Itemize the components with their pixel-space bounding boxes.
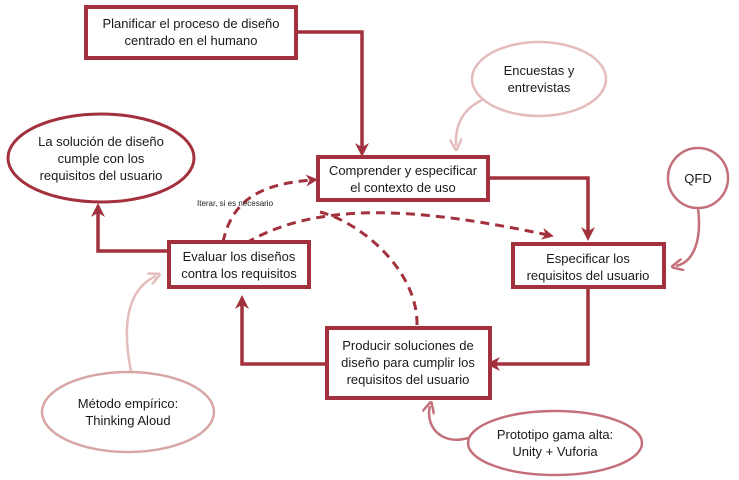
node-evaluate: Evaluar los diseños contra los requisitos	[167, 240, 311, 289]
node-produce-line: requisitos del usuario	[347, 372, 470, 387]
node-solution-line: cumple con los	[58, 151, 145, 166]
connector-produce-to-evaluate	[235, 295, 326, 366]
svg-text:Prototipo gama alta:Unity + Vu: Prototipo gama alta: Unity + Vuforia	[497, 427, 613, 459]
iterate-from-produce	[319, 210, 419, 326]
connector-prototype-to-produce	[429, 406, 469, 441]
svg-text:Planificar el proceso de diseñ: Planificar el proceso de diseño centrado …	[102, 16, 279, 48]
node-solution-line: La solución de diseño	[38, 134, 164, 149]
node-requirements-line: Especificar los	[546, 251, 630, 266]
node-context-line: el contexto de uso	[350, 180, 456, 195]
annotation-prototype-line: Prototipo gama alta:	[497, 427, 613, 442]
annotation-prototype: Prototipo gama alta: Unity + Vuforia	[466, 409, 644, 477]
node-requirements: Especificar los requisitos del usuario	[511, 242, 666, 289]
connector-qfd-to-requirements	[676, 207, 701, 266]
iterate-connectors	[221, 174, 554, 326]
node-solution-line: requisitos del usuario	[40, 168, 163, 183]
annotation-connectors	[125, 98, 701, 441]
node-produce-line: diseño para cumplir los	[341, 355, 475, 370]
annotation-qfd-label: QFD	[684, 171, 711, 186]
node-solution: La solución de diseño cumple con los requi…	[6, 112, 196, 204]
annotation-qfd: QFD	[666, 146, 730, 210]
annotation-surveys-line: Encuestas y	[504, 63, 575, 78]
node-requirements-line: requisitos del usuario	[527, 268, 650, 283]
node-produce: Producir soluciones de diseño para cumpli…	[325, 326, 492, 400]
iterate-to-requirements	[245, 211, 554, 245]
process-connectors	[91, 30, 595, 371]
iterate-label: Iterar, si es necesario	[197, 199, 274, 208]
connector-thinking-to-evaluate	[125, 276, 156, 377]
annotation-surveys-line: entrevistas	[508, 80, 571, 95]
svg-text:Método empírico:Thinking Aloud: Método empírico: Thinking Aloud	[78, 396, 178, 428]
annotation-thinking-line: Método empírico:	[78, 396, 178, 411]
node-evaluate-line: Evaluar los diseños	[183, 249, 296, 264]
annotation-prototype-line: Unity + Vuforia	[512, 444, 598, 459]
connector-context-to-requirements	[488, 176, 595, 241]
annotation-surveys: Encuestas y entrevistas	[470, 40, 608, 118]
connector-requirements-to-produce	[486, 288, 590, 371]
connector-plan-to-context	[296, 30, 369, 157]
node-context-line: Comprender y especificar	[329, 163, 478, 178]
node-plan-line: centrado en el humano	[125, 33, 258, 48]
node-produce-line: Producir soluciones de	[342, 338, 474, 353]
node-context: Comprender y especificar el contexto de u…	[316, 155, 490, 202]
connector-evaluate-to-solution	[91, 203, 168, 253]
annotation-thinking-line: Thinking Aloud	[85, 413, 170, 428]
node-plan: Planificar el proceso de diseño centrado …	[84, 5, 298, 60]
node-plan-line: Planificar el proceso de diseño	[102, 16, 279, 31]
annotation-thinking-aloud: Método empírico: Thinking Aloud	[40, 370, 216, 454]
node-evaluate-line: contra los requisitos	[181, 266, 297, 281]
connector-surveys-to-context	[456, 98, 483, 146]
